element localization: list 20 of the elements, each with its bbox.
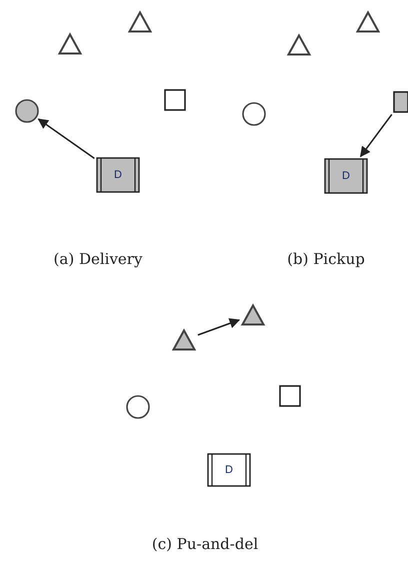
- arrow: [198, 318, 240, 336]
- square-marker: [164, 89, 186, 111]
- panel-caption: (c) Pu-and-del: [152, 535, 258, 553]
- panel-caption: (a) Delivery: [54, 250, 142, 268]
- triangle-marker: [241, 304, 265, 326]
- arrow: [38, 118, 95, 160]
- triangle-marker: [172, 329, 196, 351]
- depot-box: D: [324, 158, 368, 194]
- circle-marker: [15, 99, 39, 123]
- triangle-marker: [128, 11, 152, 33]
- panel-caption: (b) Pickup: [287, 250, 365, 268]
- arrow: [360, 114, 392, 158]
- triangle-marker: [356, 11, 380, 33]
- triangle-marker: [287, 34, 311, 56]
- triangle-marker: [58, 33, 82, 55]
- depot-box: D: [96, 157, 140, 193]
- depot-box: D: [207, 453, 251, 487]
- circle-marker: [126, 395, 150, 419]
- circle-marker: [242, 102, 266, 126]
- square-marker: [279, 385, 301, 407]
